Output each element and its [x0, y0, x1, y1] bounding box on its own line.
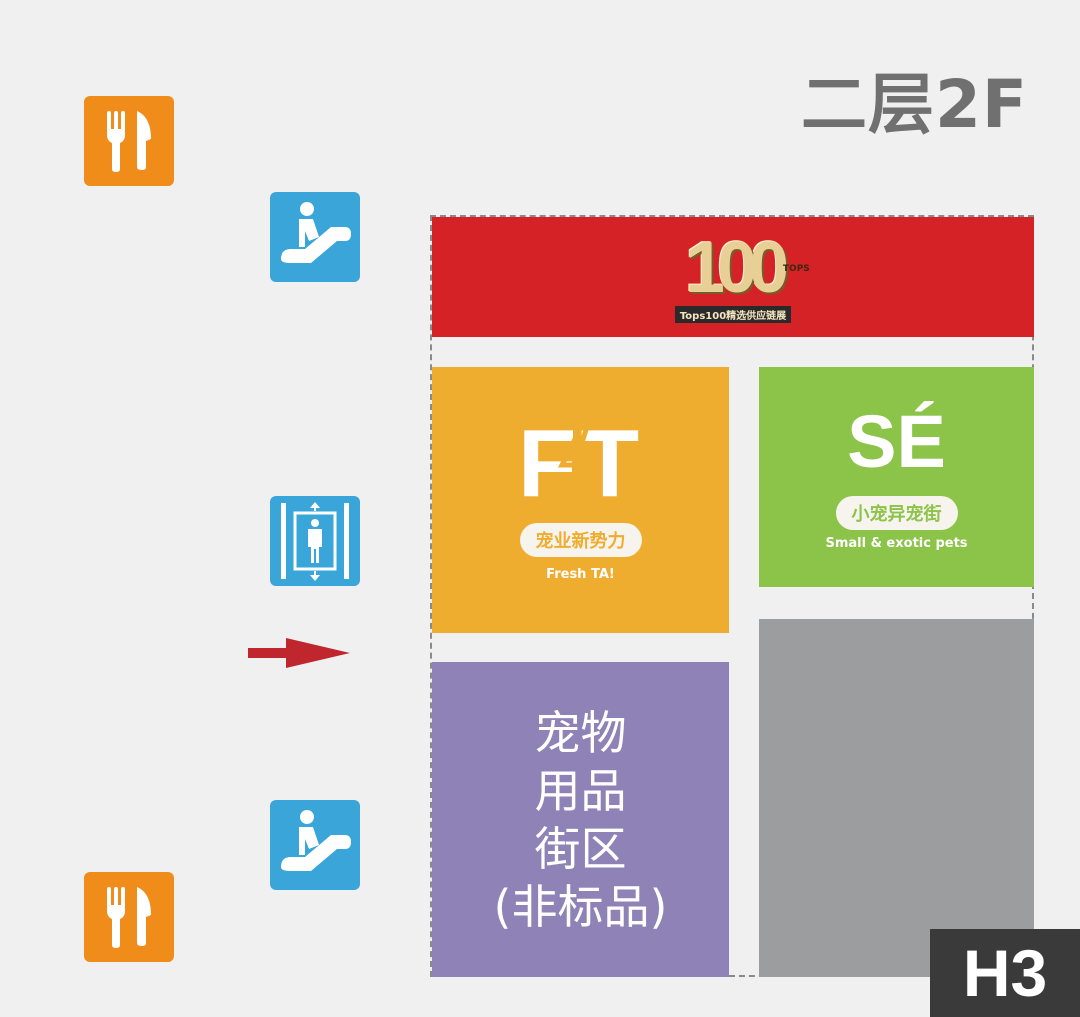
zone-small-exotic-pets[interactable]: SÉ 小宠异宠街 Small & exotic pets [759, 367, 1034, 587]
zone-tops100[interactable]: 100 TOPS Tops100精选供应链展 [432, 217, 1034, 337]
floor-title: 二层2F [800, 66, 1028, 143]
small-exotic-logo: SÉ [847, 399, 946, 483]
tops100-logo: 100 TOPS [684, 227, 810, 308]
zone-pet-supplies[interactable]: 宠物 用品 街区 (非标品) [432, 662, 729, 977]
tops100-logo-number: 100 [684, 227, 789, 308]
tops100-logo-small: TOPS [782, 263, 810, 274]
tops100-caption: Tops100精选供应链展 [674, 305, 792, 323]
dining-icon [84, 872, 174, 962]
small-exotic-sub: Small & exotic pets [825, 535, 968, 551]
hall-zone-outline [430, 215, 1034, 977]
pet-supplies-line: 街区 [534, 821, 627, 876]
zone-unlabeled[interactable] [759, 619, 1034, 977]
elevator-icon [270, 496, 360, 586]
fresh-ta-pill: 宠业新势力 [519, 522, 642, 557]
hall-badge: H3 [930, 929, 1080, 1017]
zone-fresh-ta[interactable]: FT 宠业新势力 Fresh TA! [432, 367, 729, 633]
small-exotic-pill: 小宠异宠街 [835, 495, 958, 530]
pet-supplies-line: 用品 [534, 763, 627, 818]
escalator-icon [270, 800, 360, 890]
dining-icon [84, 96, 174, 186]
lightning-bolt-icon [557, 414, 600, 502]
fresh-ta-sub: Fresh TA! [546, 566, 615, 582]
pet-supplies-line: 宠物 [534, 705, 627, 760]
entrance-arrow-icon [248, 636, 352, 674]
fresh-ta-logo: FT [518, 414, 643, 511]
escalator-icon [270, 192, 360, 282]
pet-supplies-line: (非标品) [493, 879, 668, 934]
